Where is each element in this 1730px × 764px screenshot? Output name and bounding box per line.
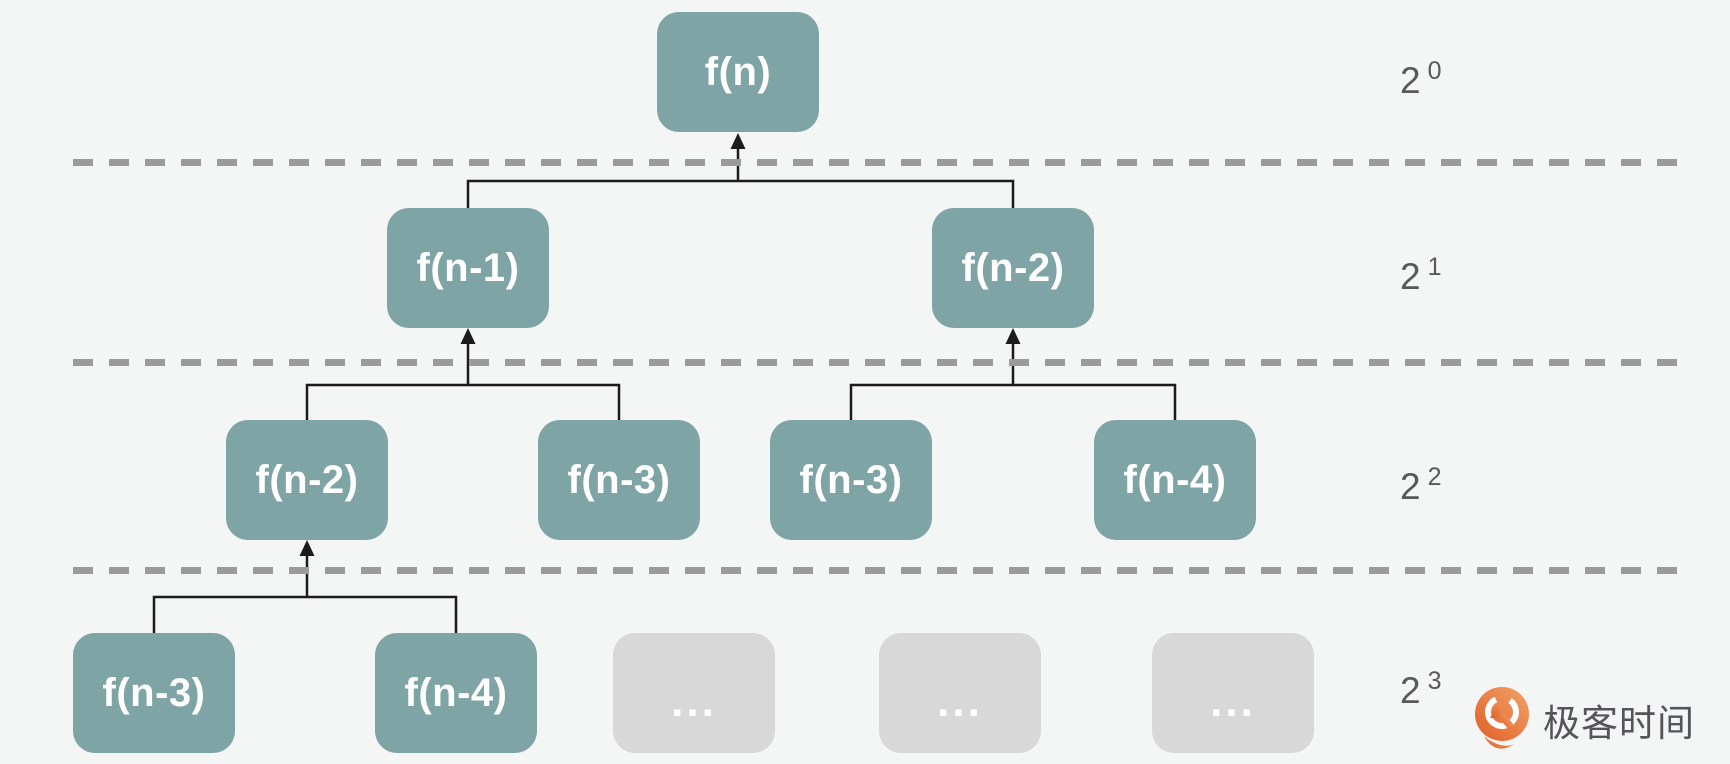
edge-bracket-level2-right [849,383,1177,420]
node-label: ... [671,676,717,726]
level-count-exponent: 3 [1427,667,1442,695]
edge-bracket-level1 [466,179,1015,208]
tree-node-fn1: f(n-1) [387,208,549,328]
node-label: f(n-1) [416,245,520,290]
node-label: ... [1210,676,1256,726]
geektime-logo-icon [1475,687,1529,749]
level-divider-2 [73,359,1677,366]
arrowhead-icon [730,133,746,149]
brand-name: 极客时间 [1543,703,1695,744]
level-count-exponent: 1 [1427,253,1442,281]
arrowhead-icon [299,540,315,556]
edge-bracket-level3 [152,595,458,633]
level-count-base: 2 [1400,466,1421,507]
tree-node-ellipsis-1: ... [613,633,775,753]
edge-bracket-level2-left [305,383,621,420]
node-label: f(n-4) [1123,457,1227,502]
node-label: f(n-2) [255,457,359,502]
level-count-base: 2 [1400,670,1421,711]
node-label: f(n-4) [404,670,508,715]
level-count-base: 2 [1400,256,1421,297]
tree-node-fn2-l2: f(n-2) [226,420,388,540]
node-label: f(n-3) [102,670,206,715]
tree-node-fn4-l2: f(n-4) [1094,420,1256,540]
brand-watermark: 极客时间 [1474,686,1695,754]
tree-node-fn3-l3: f(n-3) [73,633,235,753]
node-label: f(n-3) [799,457,903,502]
level-count-exponent: 0 [1427,57,1442,85]
level-count-base: 2 [1400,60,1421,101]
node-label: f(n) [704,49,772,94]
level-divider-1 [73,159,1677,166]
tree-node-fn3-l2b: f(n-3) [770,420,932,540]
level-count-exponent: 2 [1427,463,1442,491]
tree-node-ellipsis-3: ... [1152,633,1314,753]
tree-node-fn4-l3: f(n-4) [375,633,537,753]
node-label: f(n-3) [567,457,671,502]
level-divider-3 [73,567,1677,574]
arrowhead-icon [1005,328,1021,344]
tree-node-fn: f(n) [657,12,819,132]
arrowhead-icon [460,328,476,344]
tree-node-ellipsis-2: ... [879,633,1041,753]
node-label: f(n-2) [961,245,1065,290]
node-label: ... [937,676,983,726]
tree-node-fn3-l2a: f(n-3) [538,420,700,540]
tree-node-fn2: f(n-2) [932,208,1094,328]
